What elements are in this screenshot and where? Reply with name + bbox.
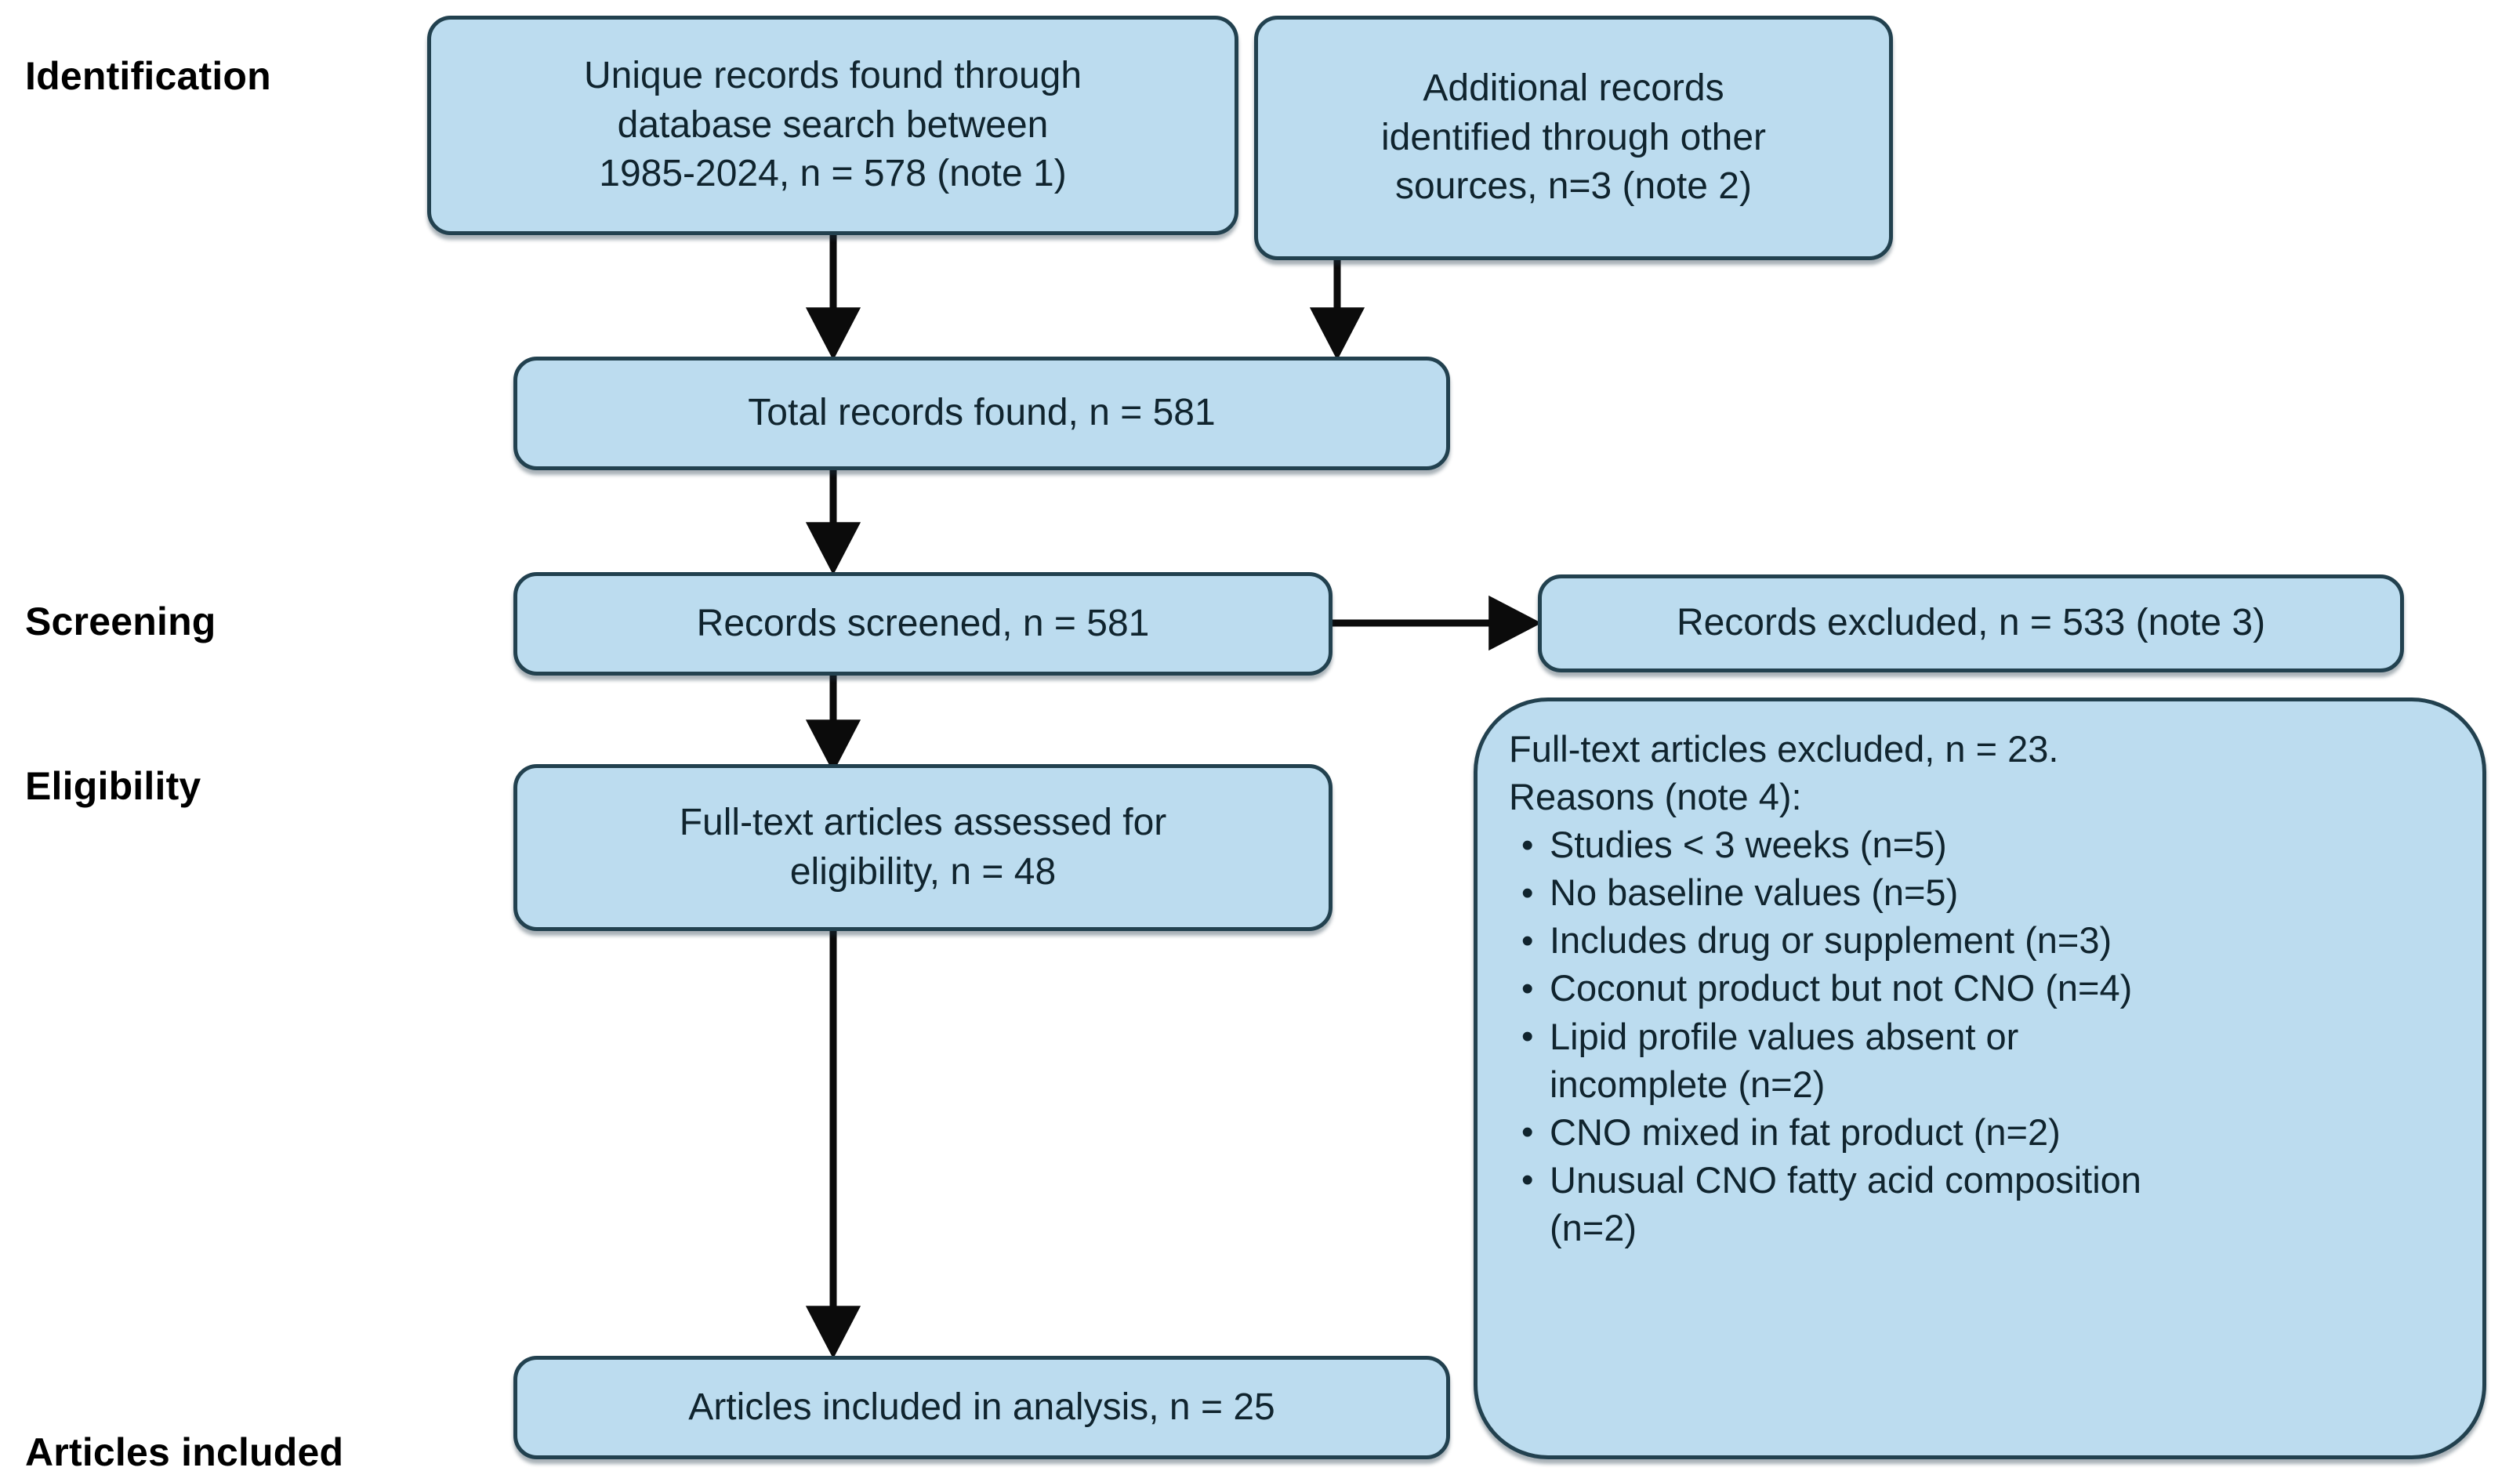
stage-label-articles-included: Articles included — [25, 1430, 344, 1474]
articles-included-line-1: Articles included in analysis, n = 25 — [688, 1386, 1275, 1428]
exclusion-reason-line: No baseline values (n=5) — [1550, 871, 1959, 914]
other-records-line-1: Additional records — [1423, 67, 1724, 110]
fulltext-assessed-line-2: eligibility, n = 48 — [789, 850, 1057, 893]
exclusion-reason-line: Unusual CNO fatty acid composition — [1550, 1158, 2141, 1201]
exclusion-reason-item: • Lipid profile values absent or incompl… — [1515, 1013, 2456, 1108]
exclusion-reason-line: Coconut product but not CNO (n=4) — [1550, 967, 2133, 1009]
other-records-line-2: identified through other — [1380, 116, 1766, 158]
fulltext-excluded-heading: Full-text articles excluded, n = 23. Rea… — [1509, 725, 2456, 821]
bullet-icon: • — [1521, 1161, 1534, 1200]
bullet-icon: • — [1521, 1017, 1534, 1056]
bullet-icon: • — [1521, 873, 1534, 912]
total-records-line-1: Total records found, n = 581 — [748, 392, 1216, 434]
node-other-source-records: Additional records identified through ot… — [1254, 16, 1893, 260]
node-fulltext-excluded-reasons: Full-text articles excluded, n = 23. Rea… — [1474, 698, 2486, 1459]
exclusion-reason-item: • No baseline values (n=5) — [1515, 868, 2456, 916]
node-records-excluded: Records excluded, n = 533 (note 3) — [1538, 574, 2404, 672]
exclusion-reason-item: • Includes drug or supplement (n=3) — [1515, 916, 2456, 964]
records-screened-line-1: Records screened, n = 581 — [696, 602, 1150, 644]
exclusion-reason-item: • CNO mixed in fat product (n=2) — [1515, 1108, 2456, 1156]
records-excluded-line-1: Records excluded, n = 533 (note 3) — [1676, 602, 2266, 644]
exclusion-reason-line: (n=2) — [1550, 1206, 1637, 1248]
fulltext-excluded-head-line-1: Full-text articles excluded, n = 23. — [1509, 728, 2059, 770]
node-database-records: Unique records found through database se… — [427, 16, 1238, 235]
node-fulltext-assessed: Full-text articles assessed for eligibil… — [513, 764, 1333, 931]
bullet-icon: • — [1521, 922, 1534, 960]
node-articles-included: Articles included in analysis, n = 25 — [513, 1356, 1450, 1459]
database-records-line-2: database search between — [617, 103, 1049, 146]
node-records-screened: Records screened, n = 581 — [513, 572, 1333, 676]
exclusion-reason-item: • Coconut product but not CNO (n=4) — [1515, 964, 2456, 1012]
fulltext-excluded-head-line-2: Reasons (note 4): — [1509, 776, 1802, 818]
database-records-line-3: 1985-2024, n = 578 (note 1) — [599, 153, 1067, 195]
stage-label-screening: Screening — [25, 600, 216, 643]
bullet-icon: • — [1521, 1113, 1534, 1152]
exclusion-reason-list: • Studies < 3 weeks (n=5) • No baseline … — [1509, 821, 2456, 1252]
stage-label-eligibility: Eligibility — [25, 764, 201, 808]
exclusion-reason-line: CNO mixed in fat product (n=2) — [1550, 1111, 2061, 1153]
exclusion-reason-line: Studies < 3 weeks (n=5) — [1550, 824, 1947, 866]
exclusion-reason-line: incomplete (n=2) — [1550, 1063, 1826, 1105]
node-total-records-found: Total records found, n = 581 — [513, 357, 1450, 470]
exclusion-reason-line: Lipid profile values absent or — [1550, 1015, 2019, 1057]
exclusion-reason-line: Includes drug or supplement (n=3) — [1550, 919, 2112, 962]
bullet-icon: • — [1521, 969, 1534, 1009]
other-records-line-3: sources, n=3 (note 2) — [1395, 165, 1752, 208]
bullet-icon: • — [1521, 825, 1534, 864]
fulltext-assessed-line-1: Full-text articles assessed for — [679, 802, 1167, 844]
stage-label-identification: Identification — [25, 54, 271, 98]
database-records-line-1: Unique records found through — [583, 55, 1082, 97]
exclusion-reason-item: • Unusual CNO fatty acid composition (n=… — [1515, 1156, 2456, 1252]
exclusion-reason-item: • Studies < 3 weeks (n=5) — [1515, 821, 2456, 868]
